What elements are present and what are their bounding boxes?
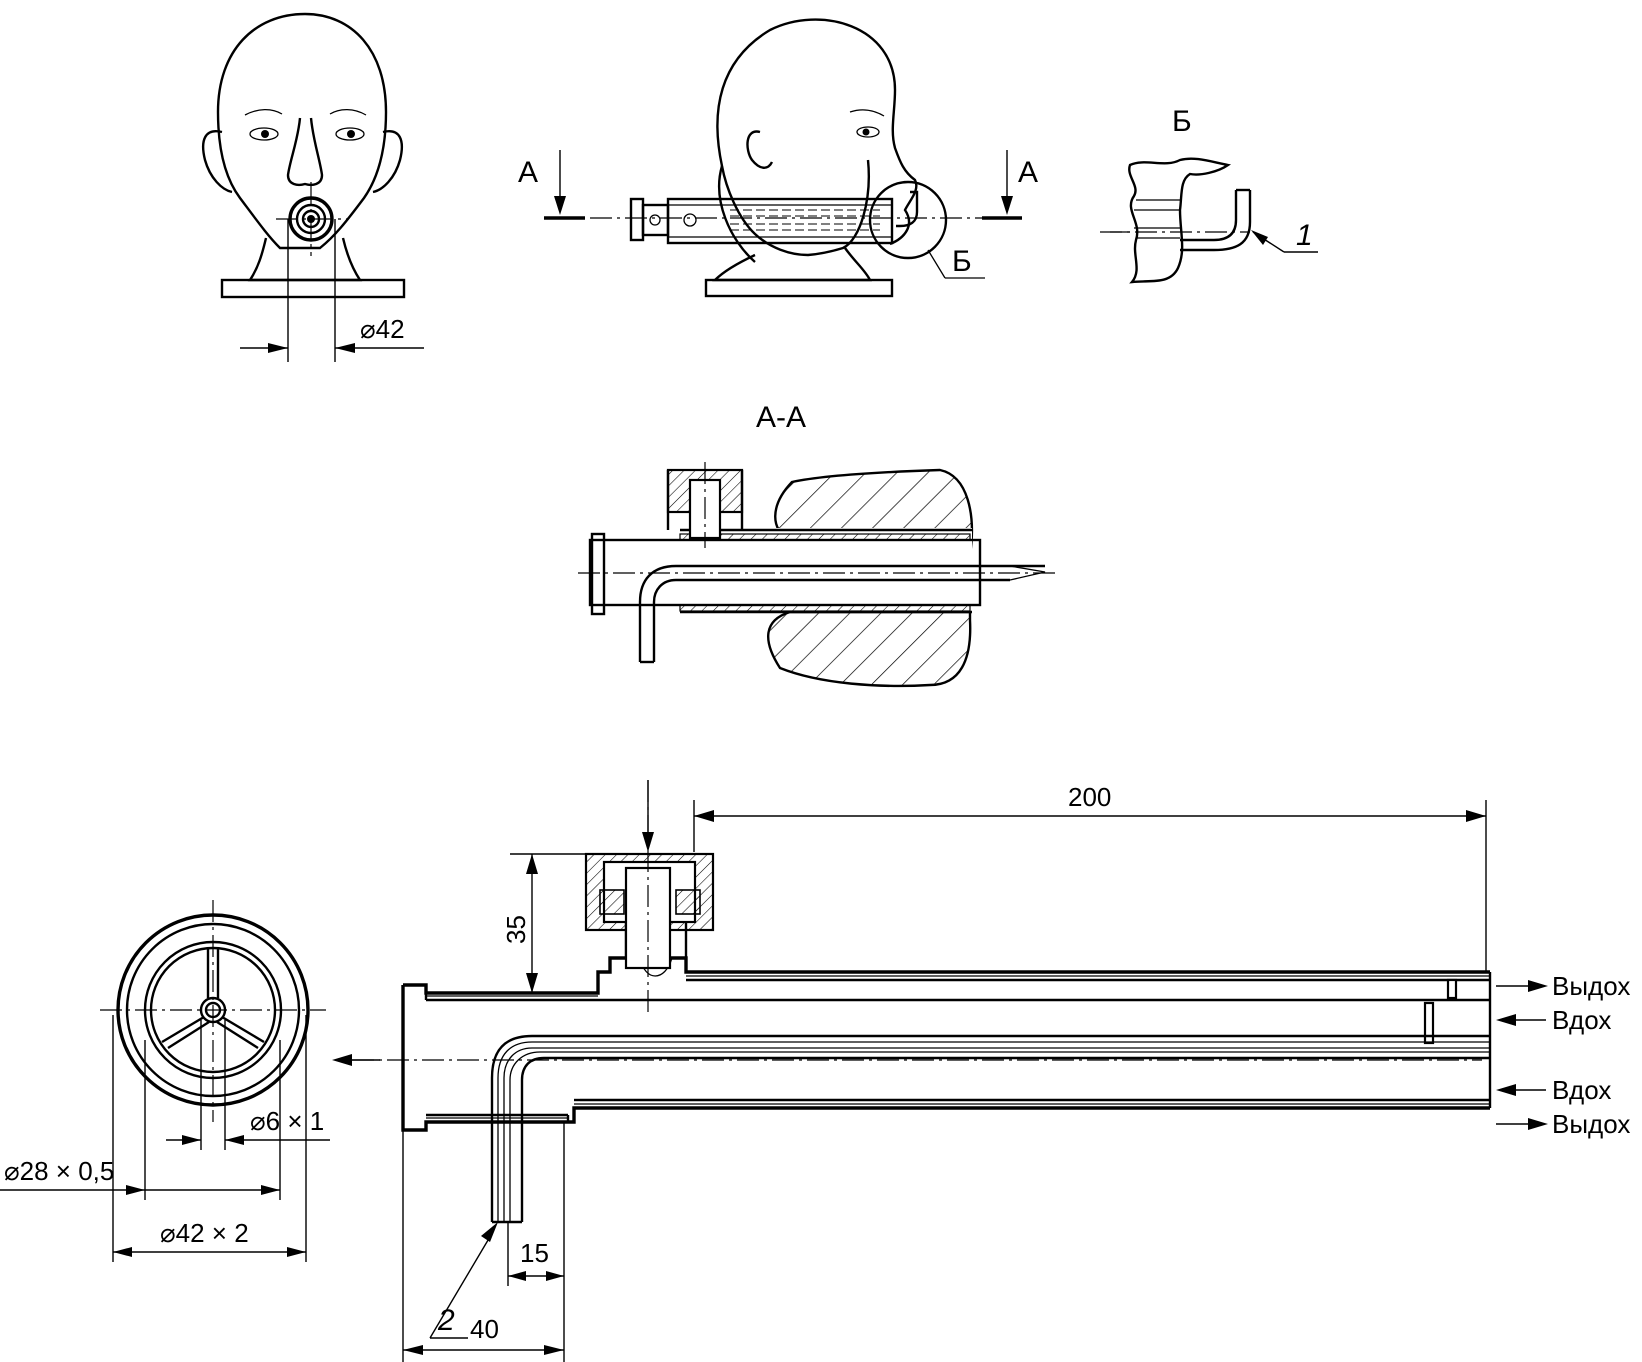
section-marker-left: А: [518, 156, 538, 189]
tube-42-label: ⌀42 × 2: [160, 1218, 249, 1248]
section-title: А-А: [756, 401, 806, 434]
flow-exhale-bottom: Выдох: [1552, 1109, 1630, 1139]
flow-exhale-top: Выдох: [1552, 971, 1630, 1001]
section-marker-right: А: [1018, 156, 1038, 189]
detail-b-view: Б 1: [1100, 105, 1318, 284]
head-diameter-label: ⌀42: [360, 314, 405, 344]
detail-marker: Б: [952, 245, 972, 278]
head-side-view: А А Б: [518, 18, 1038, 298]
tube-6-label: ⌀6 × 1: [250, 1106, 324, 1136]
end-view: ⌀6 × 1 ⌀28 × 0,5 ⌀42 × 2: [0, 900, 380, 1262]
length-40-label: 40: [470, 1314, 499, 1344]
length-15-label: 15: [520, 1238, 549, 1268]
tube-28-label: ⌀28 × 0,5: [4, 1156, 114, 1186]
callout-2: 2: [437, 1304, 455, 1337]
flow-inhale-bottom: Вдох: [1552, 1075, 1611, 1105]
length-200-label: 200: [1068, 782, 1111, 812]
flow-labels: Выдох Вдох Вдох Выдох: [1496, 971, 1630, 1139]
flow-inhale-top: Вдох: [1552, 1005, 1611, 1035]
head-front-view: ⌀42: [201, 12, 424, 362]
detail-title: Б: [1172, 105, 1192, 138]
callout-1: 1: [1296, 219, 1313, 252]
longitudinal-section: 200 35 15 40 2: [352, 780, 1492, 1362]
section-a-a-view: А-А: [578, 401, 1060, 688]
height-35-label: 35: [501, 915, 531, 944]
